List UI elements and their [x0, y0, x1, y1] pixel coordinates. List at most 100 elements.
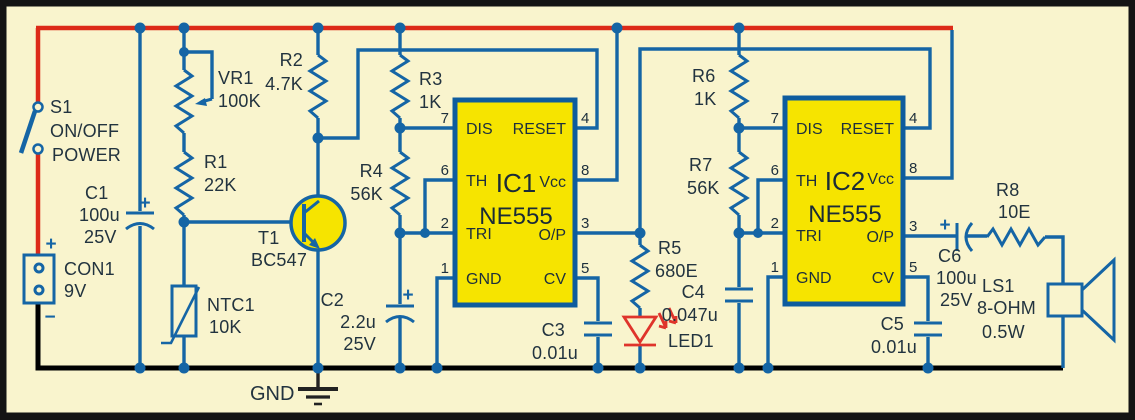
c1-value-label: 100u: [79, 205, 120, 225]
ic2-pin-dis: DIS: [796, 121, 823, 138]
ls1-value-label: 8-OHM: [977, 298, 1036, 318]
r5-symbol: [629, 243, 651, 310]
ic1-pin-th: TH: [466, 173, 487, 190]
ic1-pin-dis: DIS: [466, 121, 493, 138]
c2-plus-sign: +: [402, 285, 413, 306]
junction-dot: [312, 132, 324, 144]
r5-ref-label: R5: [658, 238, 681, 258]
vr1-resistor-symbol: [173, 68, 195, 135]
junction-dot: [733, 227, 745, 239]
capacitor-c5: C5 0.01u: [871, 314, 942, 357]
s1-ref-label: S1: [50, 97, 72, 117]
ic2-pin4-number: 4: [909, 110, 917, 127]
junction-dot: [733, 22, 745, 34]
r4-symbol: [389, 150, 411, 217]
c6-value-label: 100u: [936, 268, 977, 288]
ic2-pin8-number: 8: [909, 160, 917, 177]
junction-dot: [592, 362, 604, 374]
ic2-pin-reset: RESET: [841, 121, 895, 138]
r3-symbol: [389, 53, 411, 120]
ic1-ne555: IC1 NE555 DIS TH TRI GND RESET Vcc O/P C…: [441, 97, 589, 308]
resistor-r3: R3 1K: [389, 53, 442, 120]
con1-terminal-minus: [33, 284, 45, 296]
ic1-pin3-number: 3: [581, 215, 589, 232]
ic2-pin1-number: 1: [771, 259, 779, 276]
switch-contact-bottom: [32, 143, 44, 155]
capacitor-c6: + C6 100u 25V: [936, 215, 977, 310]
c1-plus-sign: +: [139, 193, 150, 214]
con1-value-label: 9V: [64, 281, 86, 301]
ic2-pin2-number: 2: [771, 215, 779, 232]
ls1-ref-label: LS1: [982, 276, 1015, 296]
resistor-r6: R6 1K: [692, 53, 750, 120]
ls1-driver-body: [1046, 282, 1084, 318]
r6-ref-label: R6: [692, 66, 715, 86]
thermistor-ntc1: NTC1 10K: [161, 284, 255, 345]
t1-value-label: BC547: [251, 250, 307, 270]
ic2-pin-op: O/P: [866, 229, 894, 246]
c6-ref-label: C6: [938, 246, 961, 266]
c1-voltage-label: 25V: [84, 227, 117, 247]
ground-rail: [35, 303, 1063, 371]
junction-dot: [312, 362, 324, 374]
ic2-ref-label: IC2: [825, 166, 865, 196]
c1-ref-label: C1: [85, 183, 108, 203]
r2-symbol: [307, 53, 329, 120]
ic2-ne555: IC2 NE555 DIS TH TRI GND RESET Vcc O/P C…: [771, 95, 917, 307]
switch-contact-top: [32, 101, 44, 113]
speaker-ls1: LS1 8-OHM 0.5W: [977, 256, 1116, 344]
ic2-part-label: NE555: [808, 201, 881, 228]
ic1-pin6-number: 6: [441, 162, 449, 179]
r4-ref-label: R4: [360, 161, 383, 181]
switch-s1: S1 ON/OFF POWER: [18, 97, 121, 165]
junction-dot: [178, 362, 190, 374]
ls1-cone: [1080, 256, 1116, 344]
resistor-r1: R1 22K: [173, 150, 236, 217]
s1-power-label: POWER: [52, 145, 121, 165]
c4-value-label: 0.047u: [662, 305, 718, 325]
junction-dot: [733, 362, 745, 374]
transistor-t1: T1 BC547: [251, 194, 347, 270]
c6-plus-sign: +: [939, 215, 950, 236]
ic1-pin-gnd: GND: [466, 271, 502, 288]
junction-dot: [179, 47, 189, 57]
led-led1: LED1: [621, 307, 714, 351]
ntc1-diagonal-mark: [161, 286, 201, 345]
ntc1-ref-label: NTC1: [207, 295, 255, 315]
con1-minus-sign: −: [44, 307, 55, 328]
capacitor-c4: C4 0.047u: [662, 282, 753, 325]
ic2-pin-gnd: GND: [796, 270, 832, 287]
ntc1-body: [170, 284, 198, 338]
resistor-r8: R8 10E: [985, 180, 1047, 249]
r2-value-label: 4.7K: [265, 74, 303, 94]
c3-value-label: 0.01u: [532, 343, 578, 363]
junction-dot: [733, 122, 745, 134]
led1-triangle: [621, 315, 659, 345]
t1-collector-lead: [303, 199, 320, 215]
ic2-pin7-number: 7: [771, 110, 779, 127]
con1-terminal-plus: [33, 262, 45, 274]
ic1-pin4-number: 4: [581, 110, 589, 127]
r1-ref-label: R1: [204, 152, 227, 172]
resistor-r7: R7 56K: [687, 150, 750, 217]
c2-plate-negative: [385, 315, 415, 324]
junction-dot: [178, 216, 190, 228]
junction-dot: [178, 22, 190, 34]
r8-symbol: [985, 225, 1047, 249]
r3-ref-label: R3: [419, 69, 442, 89]
junction-dot: [611, 22, 623, 34]
c2-voltage-label: 25V: [343, 334, 376, 354]
r4-value-label: 56K: [350, 184, 383, 204]
junction-dot: [634, 227, 646, 239]
ic1-pin-op: O/P: [538, 227, 566, 244]
ls1-power-label: 0.5W: [982, 322, 1025, 342]
junction-dot: [394, 227, 406, 239]
c6-voltage-label: 25V: [940, 290, 973, 310]
junction-dot: [420, 228, 430, 238]
vr1-wiper-arrow: [195, 98, 207, 106]
capacitor-c2: + C2 2.2u 25V: [321, 285, 415, 354]
con1-body: [22, 253, 56, 305]
r3-value-label: 1K: [419, 92, 441, 112]
switch-lever: [18, 110, 38, 154]
junction-dot: [312, 22, 324, 34]
